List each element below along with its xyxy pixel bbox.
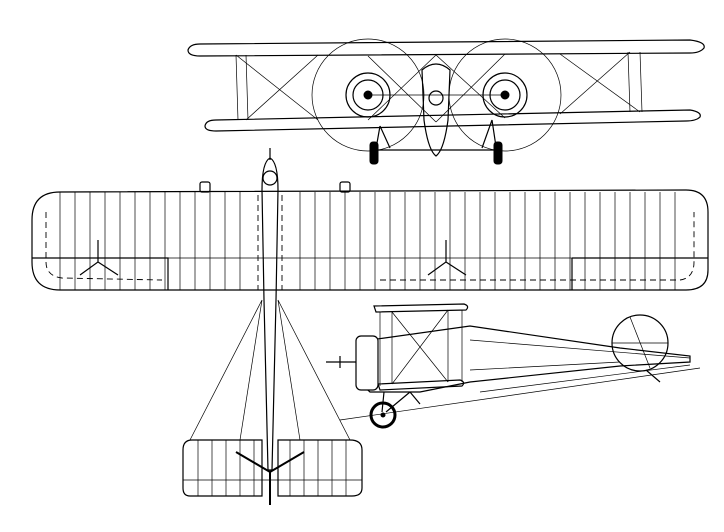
side-lower-wing [377,379,465,391]
front-view [187,38,705,165]
top-fuselage [261,157,279,471]
side-view [326,303,701,429]
front-fuselage [421,63,451,157]
front-upper-wing [187,39,705,57]
front-landing-gear [369,119,503,165]
left-engine [345,72,391,118]
engine-nacelle [355,335,379,391]
tailplane [182,439,363,497]
ailerons [32,257,708,290]
top-wing-planform [31,189,709,291]
right-engine [482,72,528,118]
top-view [31,148,709,505]
front-struts [235,51,643,123]
side-upper-wing [373,303,469,313]
side-wheel [369,401,397,429]
wing-ribs [32,192,708,290]
front-lower-wing [204,109,701,132]
left-propeller-disc [311,38,425,152]
